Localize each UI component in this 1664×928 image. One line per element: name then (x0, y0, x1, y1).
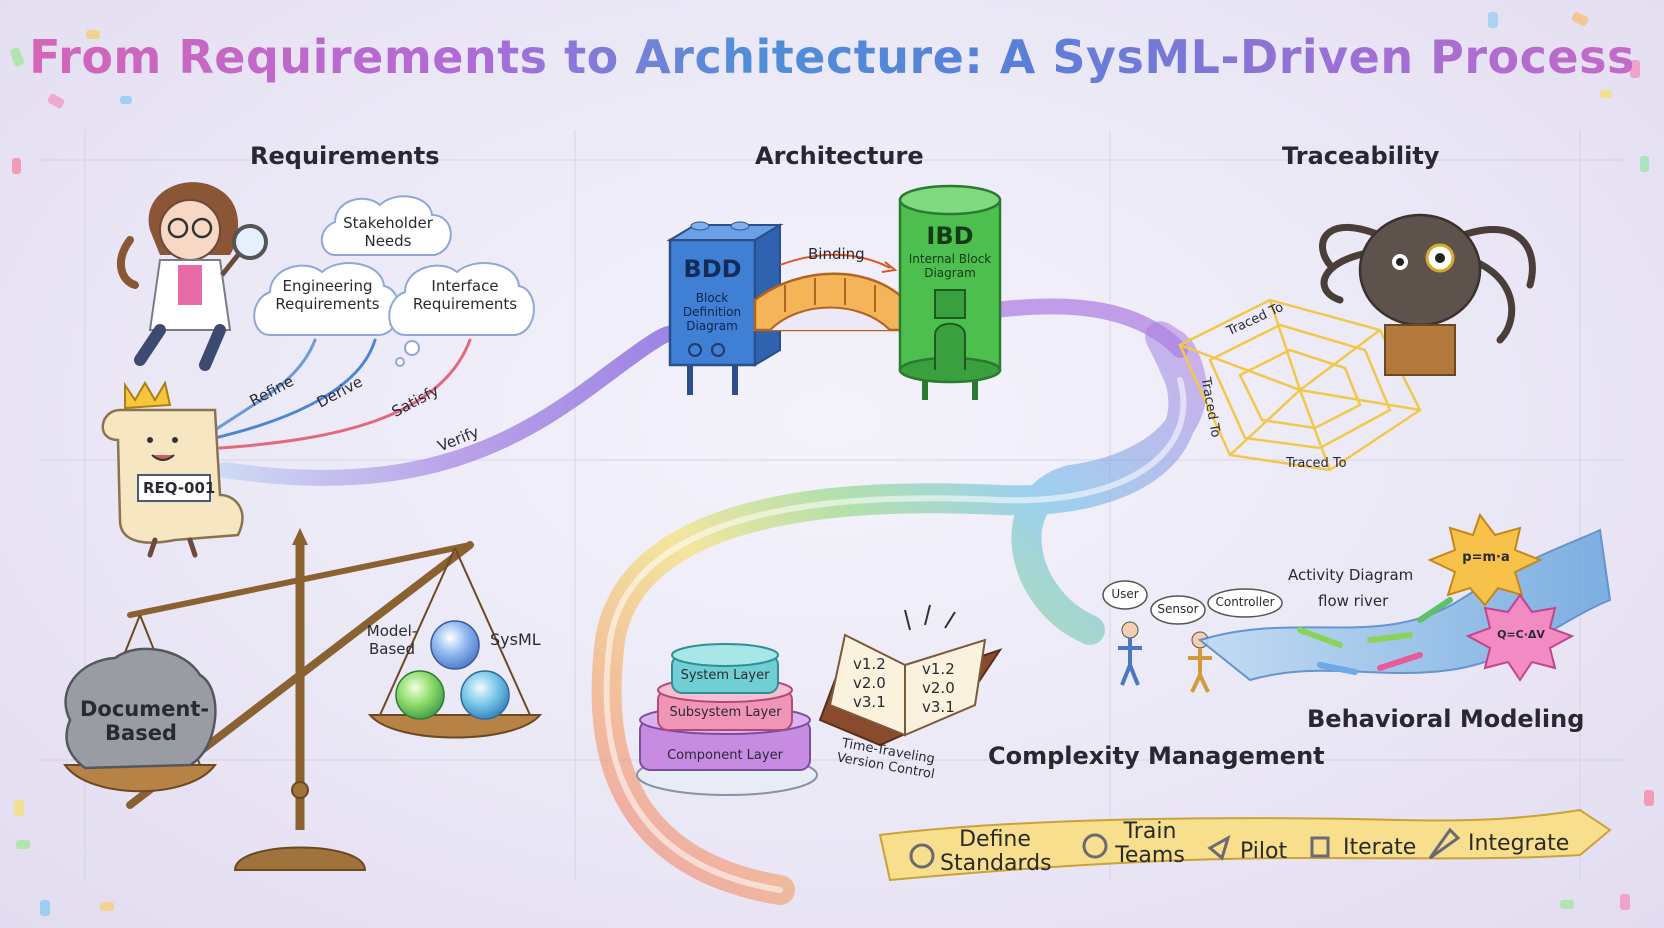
book-left-v2: v2.0 (853, 674, 886, 692)
section-behavioral: Behavioral Modeling (1307, 705, 1585, 733)
document-rock (64, 647, 217, 770)
gear-icon (909, 843, 935, 869)
book-left-v1: v1.2 (853, 655, 886, 673)
banner-step-pilot: Pilot (1240, 839, 1288, 864)
ibd-block-character (898, 184, 1002, 400)
layer-system: System Layer (680, 668, 770, 683)
cloud-label-stakeholder: Stakeholder Needs (343, 214, 433, 250)
actor-user-label: User (1111, 587, 1139, 601)
layer-cake (636, 643, 818, 796)
traced-to-label-3: Traced To (1286, 456, 1347, 471)
scientist-girl-illustration (117, 182, 268, 371)
actor-sensor-label: Sensor (1157, 602, 1199, 616)
book-right-v3: v3.1 (922, 698, 955, 716)
process-banner (878, 808, 1612, 882)
river-subtitle: flow river (1318, 592, 1389, 610)
banner-icons (909, 827, 1461, 869)
rocket-icon (1428, 827, 1461, 860)
section-requirements: Requirements (250, 142, 440, 170)
bdd-title: BDD (683, 255, 742, 283)
requirement-relation-lines (213, 338, 472, 450)
banner-step-define: Define Standards (940, 827, 1052, 876)
version-book (818, 604, 1003, 747)
gear-icon-2 (1082, 833, 1108, 859)
rainbow-road (591, 321, 1207, 905)
section-architecture: Architecture (755, 142, 924, 170)
book-left-v3: v3.1 (853, 693, 886, 711)
orb-blue (430, 620, 480, 670)
cloud-stakeholder-needs (320, 195, 452, 256)
scale-sysml: SysML (490, 630, 541, 649)
section-traceability: Traceability (1282, 142, 1440, 170)
pilot-icon (1207, 834, 1231, 861)
layer-subsystem: Subsystem Layer (669, 705, 782, 720)
river-title: Activity Diagram (1288, 566, 1414, 584)
starburst-1 (1427, 512, 1543, 607)
banner-step-train: Train Teams (1115, 819, 1185, 868)
spider-character (1319, 213, 1536, 376)
ibd-subtitle: Internal Block Diagram (908, 252, 992, 280)
section-complexity: Complexity Management (988, 742, 1325, 770)
river-arrows (1297, 597, 1453, 675)
bdd-subtitle: Block Definition Diagram (682, 291, 742, 333)
scale-document-based: Document-Based (80, 697, 210, 745)
banner-step-integrate: Integrate (1468, 831, 1570, 856)
starburst-2 (1465, 593, 1575, 682)
confetti-decoration (10, 12, 1654, 916)
book-right-v2: v2.0 (922, 679, 955, 697)
equation-pma: p=m·a (1462, 550, 1510, 565)
layer-component: Component Layer (667, 748, 783, 763)
actor-controller-label: Controller (1215, 595, 1275, 609)
ibd-title: IBD (926, 222, 974, 250)
cloud-interface-requirements (388, 262, 535, 336)
req-scroll-character (101, 380, 244, 558)
balance-scale (63, 528, 543, 871)
req-id-label: REQ-001 (143, 479, 216, 497)
page-title: From Requirements to Architecture: A Sys… (0, 30, 1664, 84)
bridge-binding-label: Binding (808, 245, 865, 263)
cloud-label-engineering: Engineering Requirements (275, 277, 380, 313)
book-right-v1: v1.2 (922, 660, 955, 678)
banner-step-iterate: Iterate (1343, 835, 1417, 860)
verify-flow (217, 322, 688, 486)
scale-model-based: Model-Based (366, 622, 418, 658)
cloud-label-interface: Interface Requirements (412, 277, 518, 313)
binding-bridge (753, 253, 907, 332)
traceability-web (1178, 298, 1422, 472)
book-icon (1310, 836, 1330, 858)
orb-teal (460, 670, 510, 720)
equation-qcdv: Q=C·ΔV (1497, 628, 1545, 641)
orb-green (395, 670, 445, 720)
